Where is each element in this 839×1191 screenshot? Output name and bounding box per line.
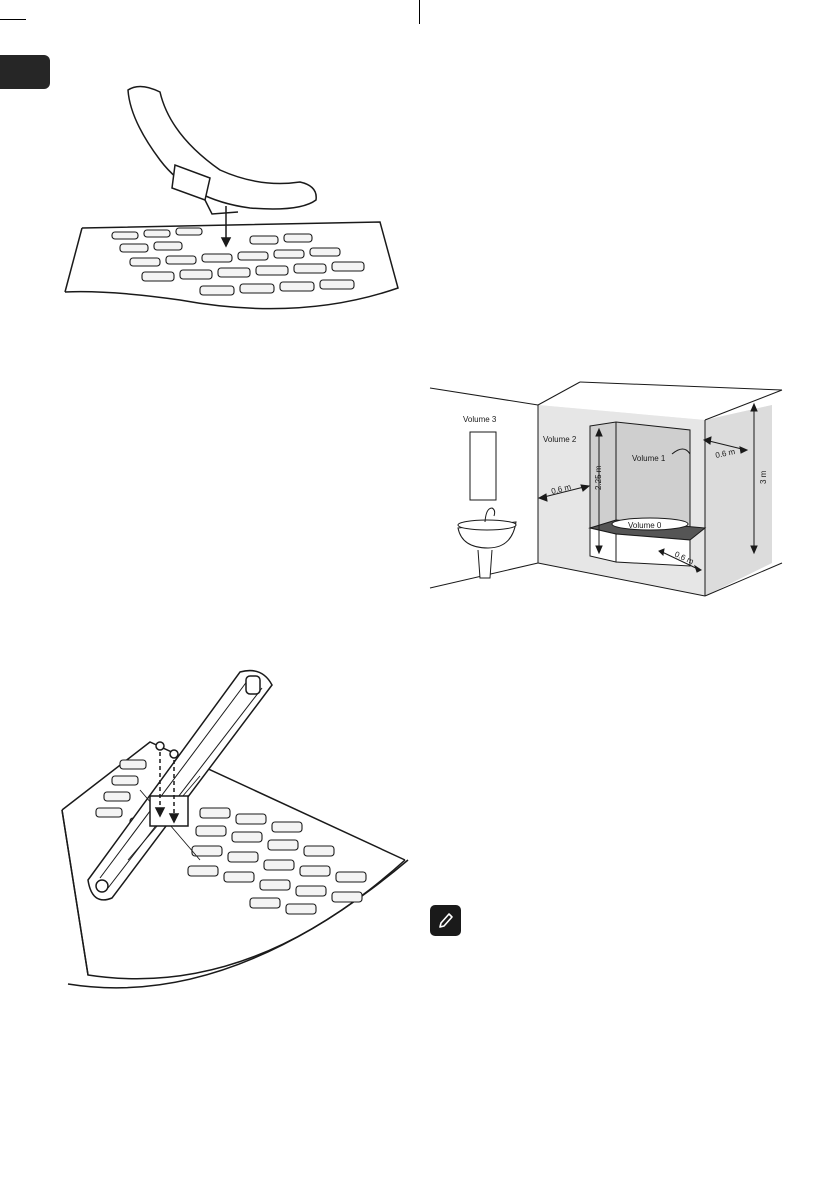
- label-volume-2: Volume 2: [543, 435, 577, 444]
- dim-right-0-6m: 0.6 m: [715, 447, 737, 460]
- crop-mark-top: [419, 0, 420, 24]
- pencil-note-icon: [430, 905, 461, 936]
- crop-mark-left: [0, 19, 26, 20]
- label-volume-1: Volume 1: [632, 454, 666, 463]
- language-tab: [0, 55, 50, 89]
- dim-2-25m: 2.25 m: [594, 465, 603, 490]
- label-volume-0: Volume 0: [628, 521, 662, 530]
- label-volume-3: Volume 3: [463, 415, 497, 424]
- dim-3m: 3 m: [759, 470, 768, 484]
